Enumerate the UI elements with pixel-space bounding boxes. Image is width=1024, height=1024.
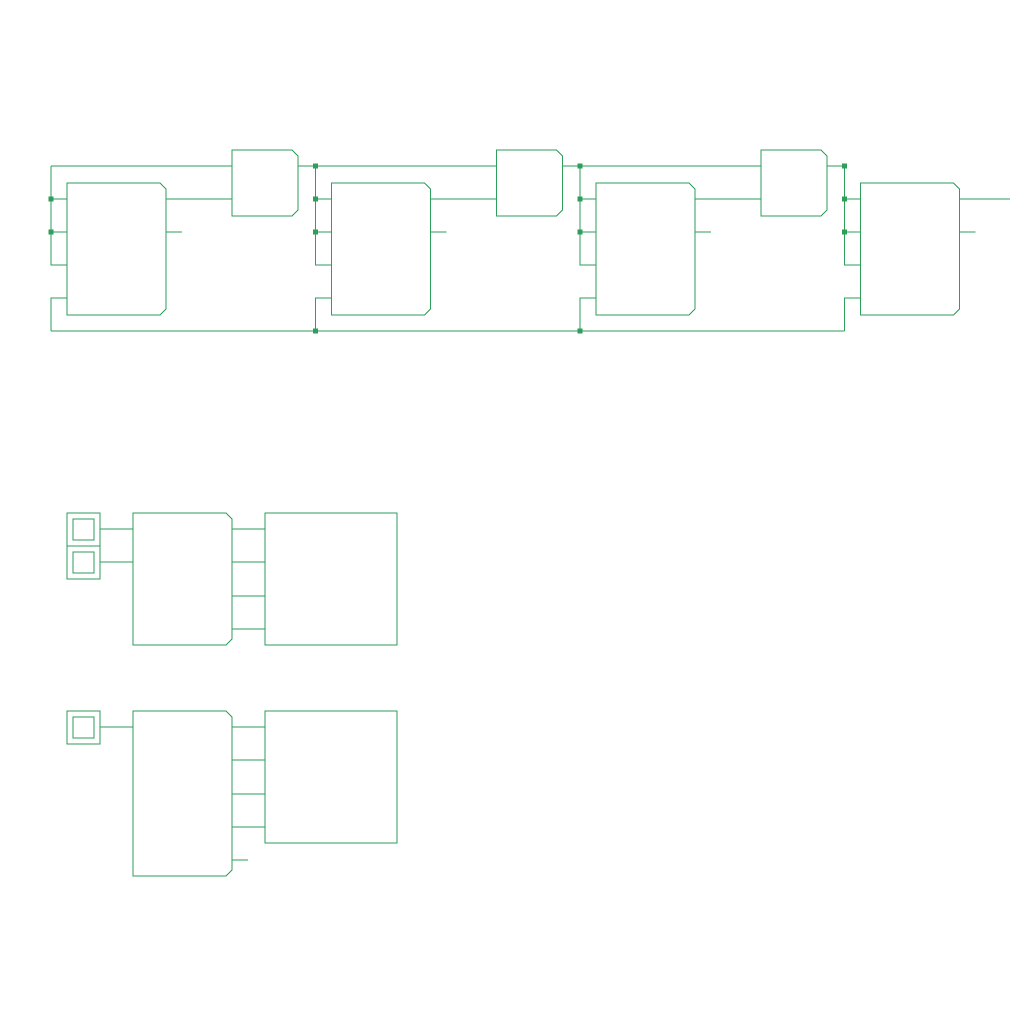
chain-stage-1 [48, 166, 232, 331]
junction-dot-icon [48, 229, 54, 235]
stage-block [859, 182, 961, 316]
junction-dot-icon [577, 196, 583, 202]
switch-frame [66, 710, 101, 745]
stage-feed-rail [314, 166, 332, 266]
stage-chain [48, 149, 1010, 334]
two-input-demo [66, 512, 398, 646]
decoder-block [132, 710, 233, 877]
junction-dot-icon [842, 229, 847, 235]
junction-dot-icon [313, 196, 318, 202]
chain-stage-2 [313, 166, 497, 331]
chain-stage-4 [842, 166, 1010, 331]
bus-return [314, 297, 332, 331]
adder-gate-1 [231, 149, 497, 217]
display-block [264, 512, 398, 646]
adder-gate [231, 149, 299, 217]
toggle-switch-icon[interactable] [66, 710, 101, 745]
display-block [264, 710, 398, 844]
junction-dot-icon [842, 196, 847, 202]
junction-dot-icon [577, 328, 583, 334]
stage-feed-rail [50, 166, 67, 266]
bus-return [50, 297, 67, 331]
stage-block [595, 182, 696, 316]
chain-stage-3 [577, 166, 761, 331]
switch-button [72, 716, 95, 739]
junction-dot-icon [313, 328, 318, 334]
switch-frame [66, 512, 101, 547]
adder-gate [495, 149, 564, 217]
switch-frame [66, 545, 101, 580]
toggle-switch-icon[interactable] [66, 545, 101, 580]
switch-button [72, 551, 95, 574]
bus-return [843, 297, 861, 331]
adder-gate-3 [760, 149, 847, 217]
switch-button [72, 518, 95, 541]
adder-gate-2 [495, 149, 761, 217]
junction-dot-icon [48, 196, 54, 202]
stage-block [66, 182, 167, 316]
stage-block [330, 182, 432, 316]
junction-dot-icon [577, 229, 583, 235]
stage-feed-rail [843, 166, 861, 266]
one-input-demo [66, 710, 398, 877]
stage-feed-rail [579, 166, 596, 266]
junction-dot-icon [842, 163, 847, 169]
decoder-block [132, 512, 233, 646]
bus-return [579, 297, 596, 331]
adder-gate [760, 149, 828, 217]
toggle-switch-icon[interactable] [66, 512, 101, 547]
junction-dot-icon [313, 229, 318, 235]
